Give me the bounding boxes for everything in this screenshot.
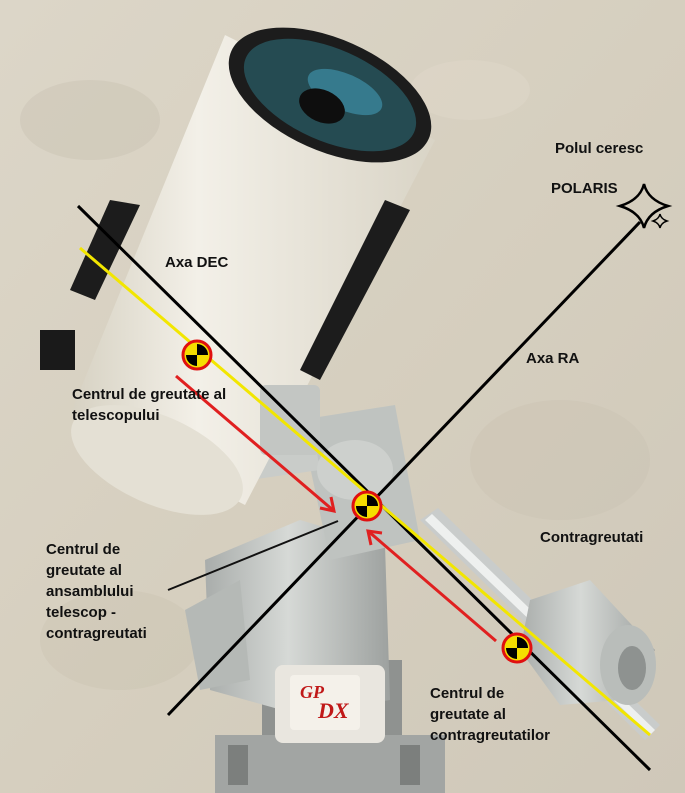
mount-badge: GP DX [290,675,360,730]
label-cg-assembly-line4: telescop - [46,604,117,621]
ra-axis-line [166,220,642,717]
label-cg-telescope-line2: telescopului [72,407,160,424]
dec-axis-line [76,204,652,772]
label-cg-assembly-line5: contragreutati [46,625,147,642]
label-cg-counterweights-line2: greutate al [430,706,506,723]
label-axa-dec: Axa DEC [165,254,229,271]
label-cg-counterweights: Centrul de greutate al contragreutatilor [430,683,550,746]
cg-marker-telescope [181,339,213,371]
telescope [40,27,435,515]
cg-marker-counterweight [501,632,533,664]
label-cg-telescope-line1: Centrul de greutate al [72,386,227,403]
pointer-line [167,520,339,591]
label-cg-counterweights-line3: contragreutatilor [430,727,551,744]
red-arrows [175,374,497,643]
label-contragreutati: Contragreutati [540,529,644,546]
label-cg-assembly-line2: greutate al [46,562,122,579]
badge-brand: GP [300,682,325,702]
label-cg-telescope: Centrul de greutate al telescopului [72,384,226,426]
label-cg-counterweights-line1: Centrul de [430,685,505,702]
polaris-star-icon [615,183,673,229]
label-cg-assembly-line1: Centrul de [46,541,121,558]
badge-model: DX [317,698,350,723]
label-axa-ra: Axa RA [526,350,580,367]
cg-marker-assembly [351,490,383,522]
counterweight-assembly [420,508,660,740]
label-polaris: POLARIS [551,180,618,197]
label-cg-assembly: Centrul de greutate al ansamblului teles… [46,539,147,644]
label-polul-ceresc: Polul ceresc [555,140,644,157]
wall-stains [20,60,650,690]
label-cg-assembly-line3: ansamblului [46,583,134,600]
